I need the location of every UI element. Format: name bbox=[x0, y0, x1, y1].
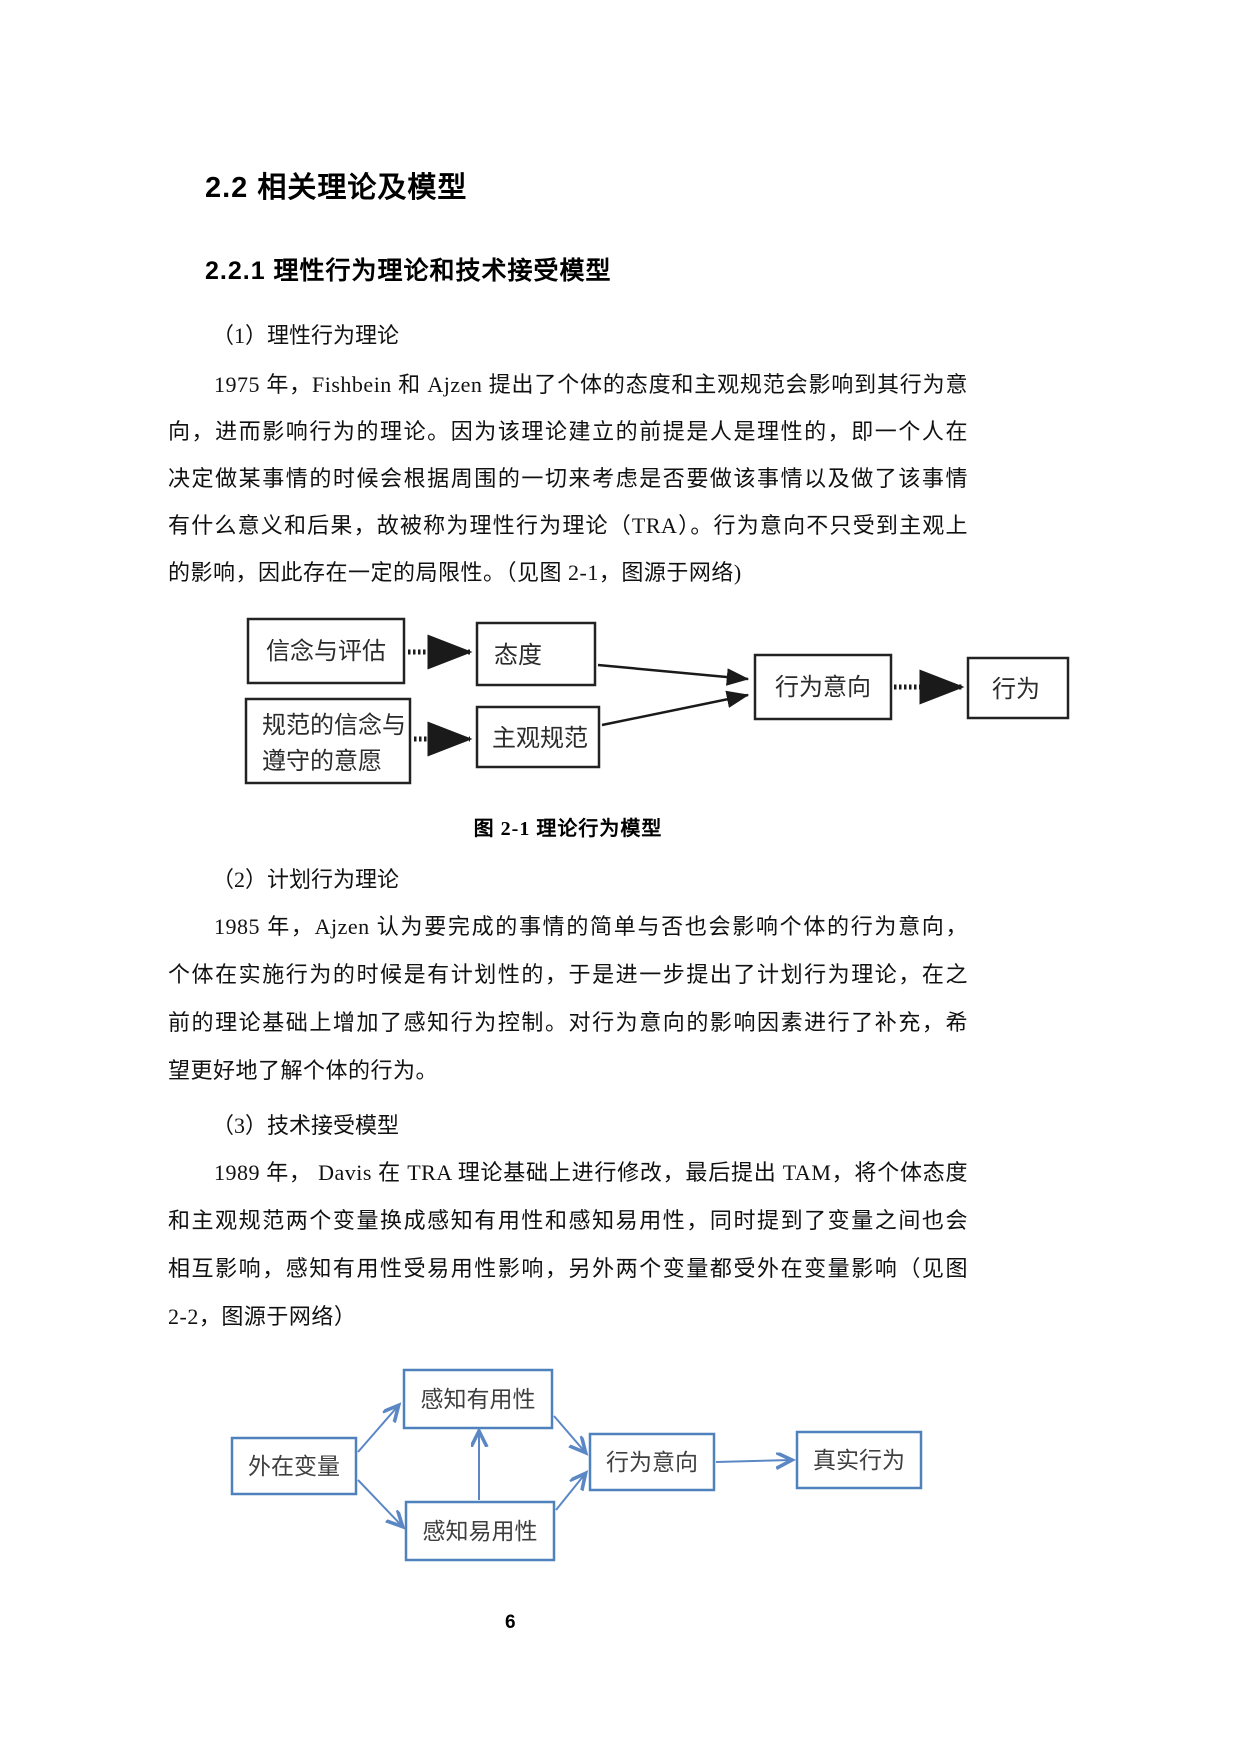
list-item-3-label: （3）技术接受模型 bbox=[212, 1113, 400, 1138]
paragraph-line: 1975 年，Fishbein 和 Ajzen 提出了个体的态度和主观规范会影响… bbox=[214, 372, 968, 397]
paragraph-line: 和主观规范两个变量换成感知有用性和感知易用性，同时提到了变量之间也会 bbox=[168, 1208, 968, 1233]
arrow-intention-to-actual bbox=[715, 1460, 791, 1462]
node-actual-behavior-label: 真实行为 bbox=[813, 1448, 905, 1473]
node-intention-box bbox=[753, 653, 893, 721]
arrow-ease-to-intention bbox=[555, 1474, 585, 1511]
node-perceived-ease-box bbox=[404, 1500, 556, 1562]
paragraph-line: 个体在实施行为的时候是有计划性的，于是进一步提出了计划行为理论，在之 bbox=[168, 962, 968, 987]
node-subjective-norm-box bbox=[475, 705, 601, 769]
figure-2-1-diagram: 信念与评估 态度 规范的信念与 遵守的意愿 主观规范 行为意向 行为 bbox=[244, 617, 1070, 785]
node-perceived-usefulness-label: 感知有用性 bbox=[421, 1387, 536, 1412]
paragraph-line: 向，进而影响行为的理论。因为该理论建立的前提是人是理性的，即一个人在 bbox=[168, 419, 968, 444]
paragraph-line: 决定做某事情的时候会根据周围的一切来考虑是否要做该事情以及做了该事情 bbox=[168, 466, 968, 491]
node-external-variables-label: 外在变量 bbox=[248, 1454, 340, 1479]
node-beliefs-label: 信念与评估 bbox=[266, 638, 386, 665]
arrow-subjective-to-intention bbox=[601, 690, 750, 727]
node-beliefs-box bbox=[246, 617, 406, 685]
node-intention-label: 行为意向 bbox=[775, 674, 871, 701]
arrow-external-to-ease bbox=[357, 1479, 402, 1526]
node-behavior-box bbox=[966, 656, 1070, 720]
list-item-1-label: （1）理性行为理论 bbox=[212, 323, 400, 348]
paragraph-line: 1985 年，Ajzen 认为要完成的事情的简单与否也会影响个体的行为意向， bbox=[214, 914, 968, 939]
paragraph-line: 的影响，因此存在一定的局限性。（见图 2-1，图源于网络) bbox=[168, 560, 742, 585]
node-attitude-label: 态度 bbox=[494, 642, 542, 669]
node-perceived-ease-label: 感知易用性 bbox=[423, 1519, 538, 1544]
paragraph-line: 有什么意义和后果，故被称为理性行为理论（TRA）。行为意向不只受到主观上 bbox=[168, 513, 968, 538]
node-subjective-norm-label: 主观规范 bbox=[492, 725, 588, 752]
paragraph-line: 2-2，图源于网络） bbox=[168, 1304, 357, 1329]
paragraph-line: 相互影响，感知有用性受易用性影响，另外两个变量都受外在变量影响（见图 bbox=[168, 1256, 968, 1281]
node-actual-behavior-box bbox=[795, 1430, 923, 1490]
arrow-attitude-to-intention bbox=[597, 663, 750, 686]
list-item-2-label: （2）计划行为理论 bbox=[212, 867, 400, 892]
node-normative-beliefs-box bbox=[244, 697, 412, 785]
node-behavior-intention-label: 行为意向 bbox=[606, 1450, 698, 1475]
page-number: 6 bbox=[505, 1612, 516, 1633]
node-normative-beliefs-label-line2: 遵守的意愿 bbox=[262, 748, 382, 775]
node-external-variables-box bbox=[230, 1436, 358, 1496]
node-attitude-box bbox=[475, 621, 597, 687]
node-behavior-intention-box bbox=[588, 1432, 716, 1492]
section-heading: 2.2 相关理论及模型 bbox=[205, 172, 468, 204]
node-behavior-label: 行为 bbox=[992, 676, 1040, 703]
figure-2-1-caption: 图 2-1 理论行为模型 bbox=[473, 818, 663, 840]
paragraph-line: 前的理论基础上增加了感知行为控制。对行为意向的影响因素进行了补充，希 bbox=[168, 1010, 968, 1035]
arrow-usefulness-to-intention bbox=[553, 1415, 585, 1452]
node-normative-beliefs-label-line1: 规范的信念与 bbox=[262, 712, 406, 739]
paragraph-line: 望更好地了解个体的行为。 bbox=[168, 1058, 439, 1083]
arrow-external-to-usefulness bbox=[357, 1406, 398, 1453]
paragraph-line: 1989 年， Davis 在 TRA 理论基础上进行修改，最后提出 TAM，将… bbox=[214, 1160, 968, 1185]
figure-2-2-diagram: 外在变量 感知有用性 感知易用性 行为意向 真实行为 bbox=[230, 1368, 923, 1562]
subsection-heading: 2.2.1 理性行为理论和技术接受模型 bbox=[205, 257, 612, 285]
